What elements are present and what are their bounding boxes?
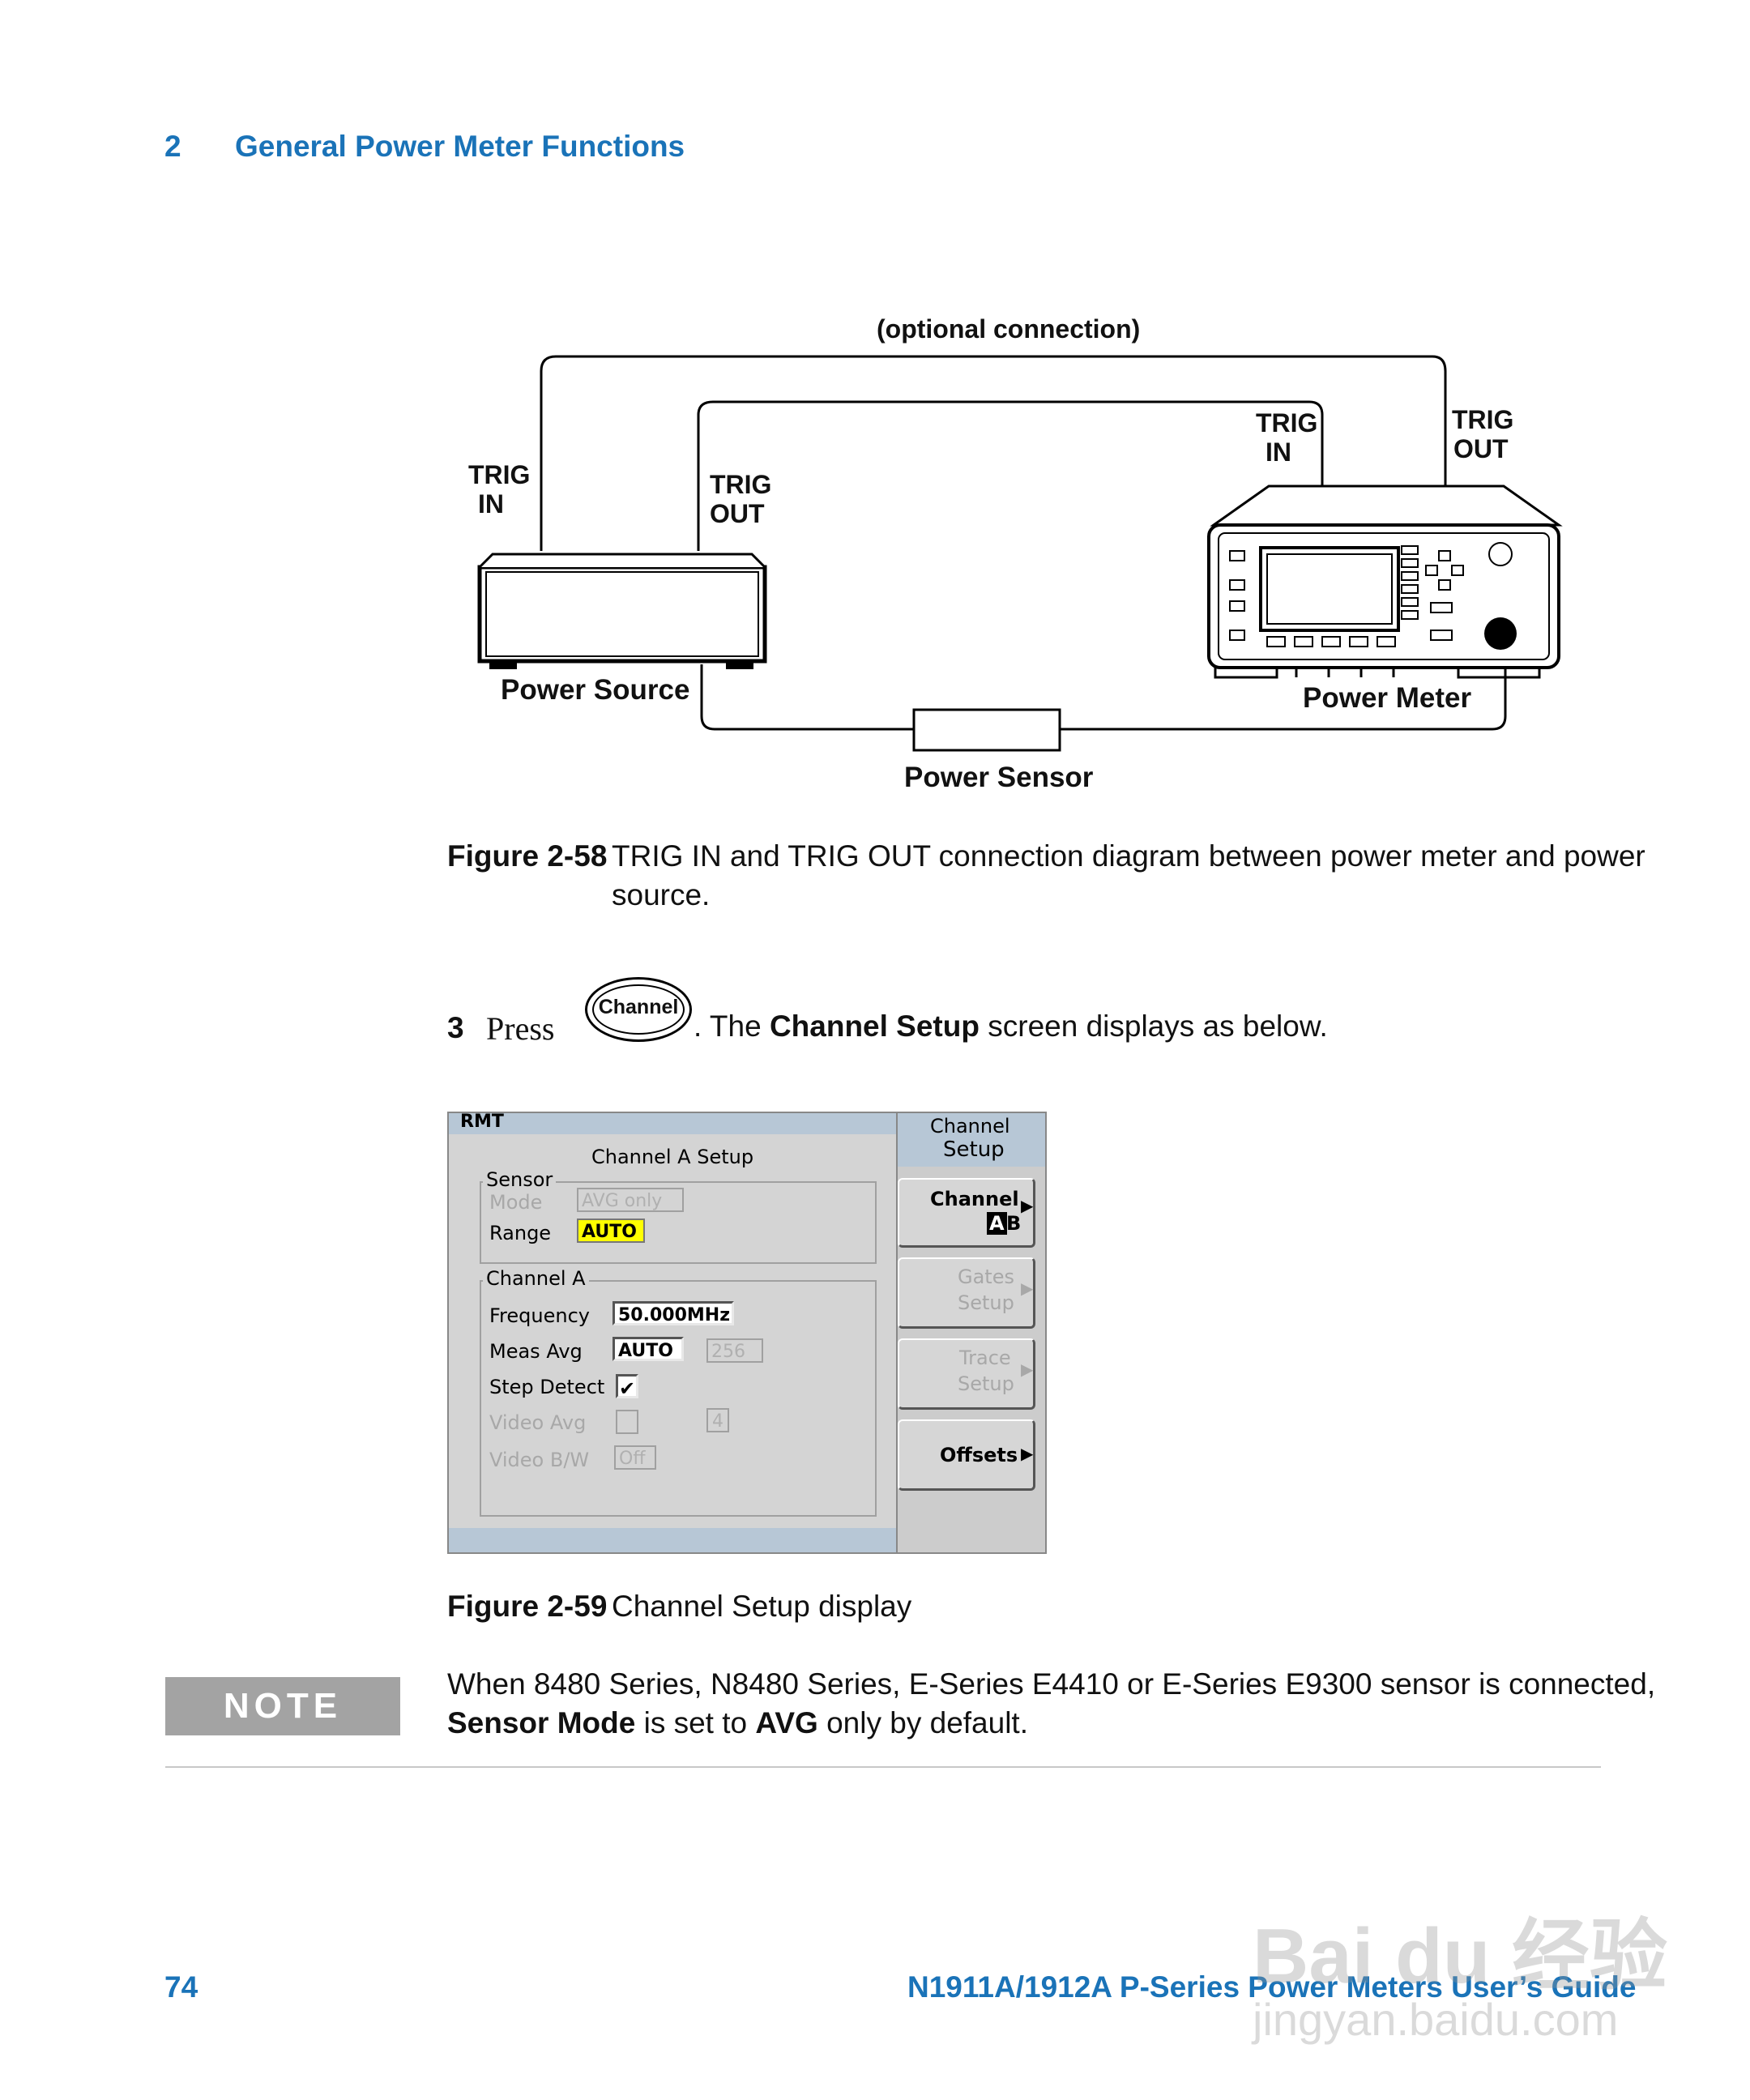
step-instruction: . The Channel Setup screen displays as b… [694, 1009, 1328, 1044]
step-detect-label: Step Detect [489, 1376, 605, 1398]
softkey-offsets[interactable]: Offsets ▶ [898, 1419, 1035, 1491]
figure-58-caption-line1: TRIG IN and TRIG OUT connection diagram … [612, 839, 1645, 873]
note-end: only by default. [817, 1706, 1028, 1739]
sensor-group-label: Sensor [483, 1168, 557, 1191]
meas-avg-field[interactable]: AUTO [612, 1337, 684, 1361]
figure-59-label: Figure 2-59 [447, 1590, 608, 1623]
sensor-cable [700, 664, 914, 731]
softkey-trace-line1: Trace [959, 1347, 1011, 1369]
meter-trig-in-label-1: TRIG [1256, 408, 1318, 438]
meas-avg-count-field: 256 [706, 1338, 763, 1363]
range-field[interactable]: AUTO [577, 1219, 645, 1243]
softkey-channel-arrow-icon: ▶ [1021, 1196, 1034, 1215]
optional-cable [540, 355, 1447, 551]
channel-hardkey: Channel [585, 977, 692, 1042]
power-sensor-label: Power Sensor [904, 762, 1094, 793]
channel-a-group [480, 1280, 877, 1517]
footer-title: N1911A/1912A P-Series Power Meters User’… [907, 1970, 1637, 2004]
mode-field: AVG only [577, 1188, 684, 1212]
power-meter-label: Power Meter [1303, 682, 1472, 714]
softkey-gates-setup: Gates Setup ▶ [898, 1257, 1035, 1329]
baidu-watermark-logo: Bai du 经验 [1253, 1913, 1668, 2000]
step-detect-checkbox[interactable]: ✔ [616, 1374, 638, 1400]
source-trig-out-label-2: OUT [710, 499, 765, 528]
screen-title: Channel A Setup [591, 1146, 754, 1168]
note-tag: NOTE [165, 1677, 400, 1735]
softkey-channel-label: Channel [930, 1188, 1019, 1210]
step-press-word: Press [486, 1010, 555, 1047]
channel-setup-screen: RMT Channel A Setup Sensor Mode AVG only… [447, 1112, 1047, 1554]
note-mid: is set to [635, 1706, 756, 1739]
frequency-field[interactable]: 50.000MHz [612, 1301, 734, 1325]
softkey-gates-line1: Gates [958, 1266, 1014, 1288]
softkey-channel-b: B [1006, 1212, 1022, 1235]
connection-diagram [477, 355, 1563, 752]
page-number: 74 [164, 1970, 198, 2004]
step-text-bold: Channel Setup [769, 1009, 980, 1043]
frequency-label: Frequency [489, 1304, 590, 1327]
note-line1: When 8480 Series, N8480 Series, E-Series… [447, 1667, 1656, 1701]
status-rmt: RMT [460, 1112, 504, 1132]
figure-58-label: Figure 2-58 [447, 839, 608, 873]
step-text-post: screen displays as below. [979, 1009, 1328, 1043]
status-bar [449, 1113, 896, 1134]
softkey-channel[interactable]: Channel A B ▶ [898, 1178, 1035, 1248]
video-avg-checkbox [616, 1410, 638, 1434]
softkey-trace-line2: Setup [958, 1372, 1014, 1395]
step-text-pre: . The [694, 1009, 770, 1043]
menu-title-line2: Setup [943, 1138, 1005, 1162]
sensor-group [480, 1181, 877, 1264]
source-trig-out-label-1: TRIG [710, 470, 772, 499]
power-source-device [477, 553, 767, 669]
menu-title [898, 1113, 1045, 1167]
trigger-cable [697, 400, 1324, 551]
chapter-number: 2 [164, 130, 181, 163]
meas-avg-label: Meas Avg [489, 1340, 583, 1363]
baidu-watermark-url: jingyan.baidu.com [1253, 1994, 1619, 2045]
menu-title-line1: Channel [930, 1115, 1010, 1138]
softkey-gates-line2: Setup [958, 1291, 1014, 1314]
softkey-trace-arrow-icon: ▶ [1021, 1359, 1034, 1379]
note-bold-avg: AVG [755, 1706, 818, 1739]
meter-trig-out-label-1: TRIG [1452, 405, 1514, 434]
chapter-title: General Power Meter Functions [235, 130, 685, 163]
figure-59-caption: Channel Setup display [612, 1590, 912, 1623]
meter-trig-in-label-2: IN [1266, 438, 1291, 467]
note-line2: Sensor Mode is set to AVG only by defaul… [447, 1706, 1028, 1740]
source-trig-in-label-2: IN [478, 489, 504, 519]
power-meter-device [1207, 484, 1563, 679]
softkey-channel-a: A [987, 1212, 1007, 1235]
meter-trig-out-label-2: OUT [1453, 434, 1509, 463]
power-sensor-device [912, 708, 1061, 752]
bottom-status-bar [449, 1528, 896, 1552]
step-number: 3 [447, 1011, 464, 1044]
softkey-gates-arrow-icon: ▶ [1021, 1278, 1034, 1298]
note-bold-sensor-mode: Sensor Mode [447, 1706, 636, 1739]
channel-a-group-label: Channel A [483, 1267, 589, 1290]
mode-label: Mode [489, 1191, 543, 1214]
power-source-label: Power Source [501, 674, 690, 706]
source-trig-in-label-1: TRIG [468, 460, 531, 489]
softkey-offsets-arrow-icon: ▶ [1021, 1444, 1034, 1463]
softkey-offsets-label: Offsets [940, 1444, 1018, 1466]
channel-hardkey-inner [592, 984, 685, 1035]
range-label: Range [489, 1222, 552, 1244]
softkey-menu: Channel Setup Channel A B ▶ Gates Setup … [896, 1113, 1045, 1552]
video-bw-field: Off [614, 1445, 656, 1470]
note-divider [165, 1766, 1601, 1768]
figure-58-caption-line2: source. [612, 878, 711, 911]
softkey-trace-setup: Trace Setup ▶ [898, 1338, 1035, 1410]
video-avg-label: Video Avg [489, 1411, 587, 1434]
video-avg-count-field: 4 [706, 1408, 729, 1432]
optional-connection-label: (optional connection) [877, 314, 1141, 344]
channel-hardkey-label: Channel [598, 996, 679, 1018]
video-bw-label: Video B/W [489, 1449, 590, 1471]
